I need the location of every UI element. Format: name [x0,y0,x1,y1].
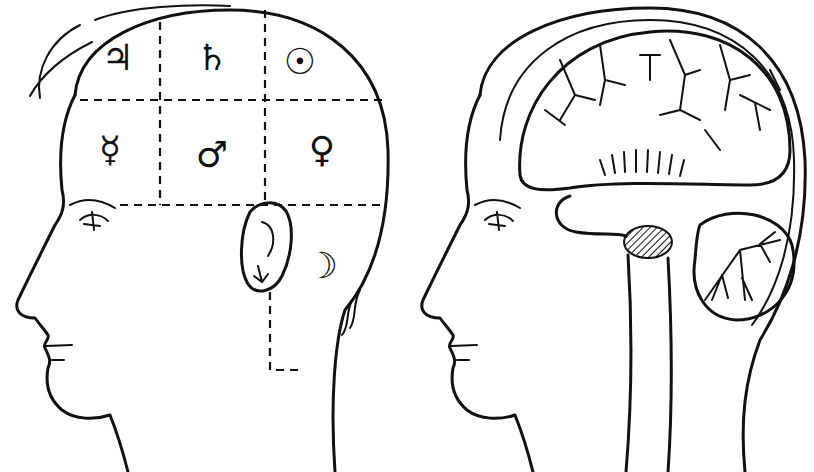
ear [241,203,291,291]
pons [624,226,672,258]
arbor-vitae [705,232,780,300]
planet-symbol: ♃ [102,40,134,76]
cerebellum [694,213,794,320]
mouth [46,345,72,360]
ear-inner [254,222,273,282]
sulci [545,40,780,150]
neck-hair [342,290,360,335]
skull-outline [480,8,805,472]
callosum-fibres [600,150,684,176]
face-profile [422,95,533,472]
hair [30,5,230,98]
right-head [422,8,805,472]
planet-symbol: ♄ [196,40,228,76]
planet-symbol: ☉ [284,44,316,80]
skull-inner [500,20,794,325]
planet-symbol: ☽ [306,248,338,284]
planet-symbol: ♂ [196,137,228,173]
eye [70,200,115,230]
left-head [17,5,388,472]
planet-symbol: ☿ [99,132,121,168]
planet-symbol: ♀ [309,132,335,168]
skull-outline [75,10,388,472]
zone-grid [80,10,385,370]
midbrain [556,196,626,236]
cerebrum [520,31,790,190]
mouth [451,345,477,360]
face-profile [17,95,128,472]
eye [475,200,520,230]
brainstem [626,255,671,472]
